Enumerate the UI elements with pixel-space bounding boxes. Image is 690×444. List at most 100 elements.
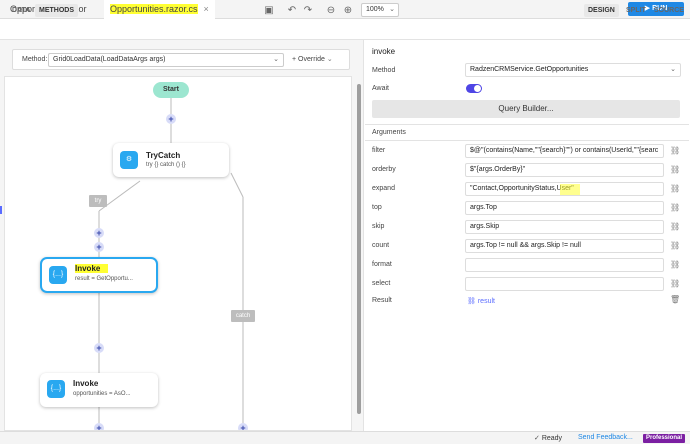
add-step-plus-icon[interactable]: + (94, 242, 104, 252)
link-icon: ⛓ (467, 298, 478, 305)
node-title: Invoke (75, 264, 109, 273)
link-icon[interactable]: ⛓ (670, 146, 681, 155)
edition-badge: Professional (643, 434, 685, 443)
panel-title: invoke (372, 47, 396, 56)
add-step-plus-icon[interactable]: + (238, 423, 248, 430)
trycatch-node[interactable]: ⚙ TryCatch try {} catch () {} (113, 143, 229, 177)
result-label: Result (372, 297, 392, 304)
tab-data[interactable]: DATA (12, 7, 31, 14)
link-icon[interactable]: ⛓ (670, 241, 681, 250)
run-label: RUN (652, 5, 668, 12)
arg-label-format: format (372, 261, 392, 268)
zoom-in-icon[interactable]: ⊕ (343, 5, 353, 16)
arg-label-expand: expand (372, 185, 395, 192)
add-step-plus-icon[interactable]: + (166, 114, 176, 124)
check-icon: ✓ (534, 435, 542, 442)
add-step-plus-icon[interactable]: + (94, 228, 104, 238)
ready-text: Ready (541, 435, 563, 442)
zoom-out-icon[interactable]: ⊖ (326, 5, 336, 16)
ready-status: ✓ Ready (534, 434, 562, 442)
arg-value-expand: "Contact,OpportunityStatus,User" (470, 185, 574, 192)
arg-input-expand[interactable]: "Contact,OpportunityStatus,User" (465, 182, 664, 196)
invoke-icon: {...} (49, 266, 67, 284)
await-label: Await (372, 85, 389, 92)
send-feedback-link[interactable]: Send Feedback... (578, 434, 633, 441)
chevron-down-icon: ⌄ (389, 6, 395, 13)
tab-split[interactable]: SPLIT (626, 7, 646, 14)
add-step-plus-icon[interactable]: + (94, 343, 104, 353)
override-button[interactable]: + Override ⌄ (292, 55, 333, 63)
link-icon[interactable]: ⛓ (670, 222, 681, 231)
method-value: Grid0LoadData(LoadDataArgs args) (53, 56, 166, 63)
flow-canvas[interactable]: Start + ⚙ TryCatch try {} catch () {} tr… (4, 76, 352, 431)
divider (365, 140, 689, 141)
arg-input-orderby[interactable]: $"{args.OrderBy}" (465, 163, 664, 177)
toolbar (0, 19, 690, 40)
method-prop-select[interactable]: RadzenCRMService.GetOpportunities⌄ (465, 63, 681, 77)
tab-label: Opportunities.razor.cs (110, 4, 198, 14)
tab-source[interactable]: SOURCE (654, 7, 684, 14)
canvas-scrollbar[interactable] (357, 84, 361, 414)
link-icon[interactable]: ⛓ (670, 184, 681, 193)
tab-methods[interactable]: METHODS (35, 4, 78, 17)
arg-label-skip: skip (372, 223, 385, 230)
splitter-marker (0, 206, 2, 214)
method-label: Method: (22, 56, 48, 63)
close-icon[interactable]: × (203, 4, 209, 14)
divider (365, 124, 689, 125)
link-icon[interactable]: ⛓ (670, 260, 681, 269)
status-bar (0, 431, 690, 444)
arg-input-format[interactable] (465, 258, 664, 272)
node-title: TryCatch (146, 151, 181, 160)
try-tag: try (89, 195, 107, 207)
method-select[interactable]: Grid0LoadData(LoadDataArgs args) ⌄ (48, 53, 284, 67)
invoke-icon: {...} (47, 380, 65, 398)
save-icon[interactable]: ▣ (264, 5, 274, 16)
highlight-marker (560, 184, 580, 195)
start-node[interactable]: Start (153, 82, 189, 98)
link-icon[interactable]: ⛓ (670, 279, 681, 288)
result-value: result (477, 298, 495, 305)
toggle-knob (474, 85, 481, 92)
query-builder-button[interactable]: Query Builder... (372, 100, 680, 118)
catch-tag: catch (231, 310, 255, 322)
zoom-value: 100% (366, 6, 384, 13)
redo-icon[interactable]: ↷ (303, 5, 313, 16)
arg-input-top[interactable]: args.Top (465, 201, 664, 215)
plus-icon: + (292, 56, 299, 63)
arg-label-filter: filter (372, 147, 386, 154)
node-subtitle: result = GetOpportu... (75, 276, 133, 282)
play-icon: ▶ (644, 5, 653, 12)
invoke-node[interactable]: {...} Invoke opportunities = AsO... (40, 373, 158, 407)
run-button[interactable]: ▶ RUN (628, 2, 684, 16)
invoke-node-selected[interactable]: {...} Invoke result = GetOpportu... (40, 257, 158, 293)
arg-label-top: top (372, 204, 382, 211)
zoom-select[interactable]: 100% ⌄ (361, 3, 399, 17)
arg-input-select[interactable] (465, 277, 664, 291)
link-icon[interactable]: ⛓ (670, 165, 681, 174)
arg-label-select: select (372, 280, 391, 287)
arg-input-filter[interactable]: $@"(contains(Name,""{search}"") or conta… (465, 144, 664, 158)
node-title: Invoke (73, 379, 99, 388)
result-link[interactable]: ⛓ result (467, 297, 495, 305)
chevron-down-icon: ⌄ (273, 56, 279, 63)
tab-opportunities-razor-cs[interactable]: Opportunities.razor.cs × (104, 0, 215, 19)
link-icon[interactable]: ⛓ (670, 203, 681, 212)
trycatch-icon: ⚙ (120, 151, 138, 169)
arg-label-orderby: orderby (372, 166, 396, 173)
tab-design[interactable]: DESIGN (584, 4, 619, 17)
trash-icon[interactable]: 🗑 (670, 295, 681, 304)
node-title-text: Invoke (75, 264, 109, 273)
override-label: Override (298, 56, 325, 63)
chevron-down-icon: ⌄ (324, 56, 333, 63)
add-step-plus-icon[interactable]: + (94, 423, 104, 430)
node-subtitle: try {} catch () {} (146, 162, 186, 168)
arg-input-count[interactable]: args.Top != null && args.Skip != null (465, 239, 664, 253)
arguments-label: Arguments (372, 129, 406, 136)
undo-icon[interactable]: ↶ (287, 5, 297, 16)
method-prop-value: RadzenCRMService.GetOpportunities (470, 66, 589, 73)
properties-panel (363, 40, 690, 431)
method-prop-label: Method (372, 67, 396, 74)
node-subtitle: opportunities = AsO... (73, 391, 131, 397)
arg-input-skip[interactable]: args.Skip (465, 220, 664, 234)
